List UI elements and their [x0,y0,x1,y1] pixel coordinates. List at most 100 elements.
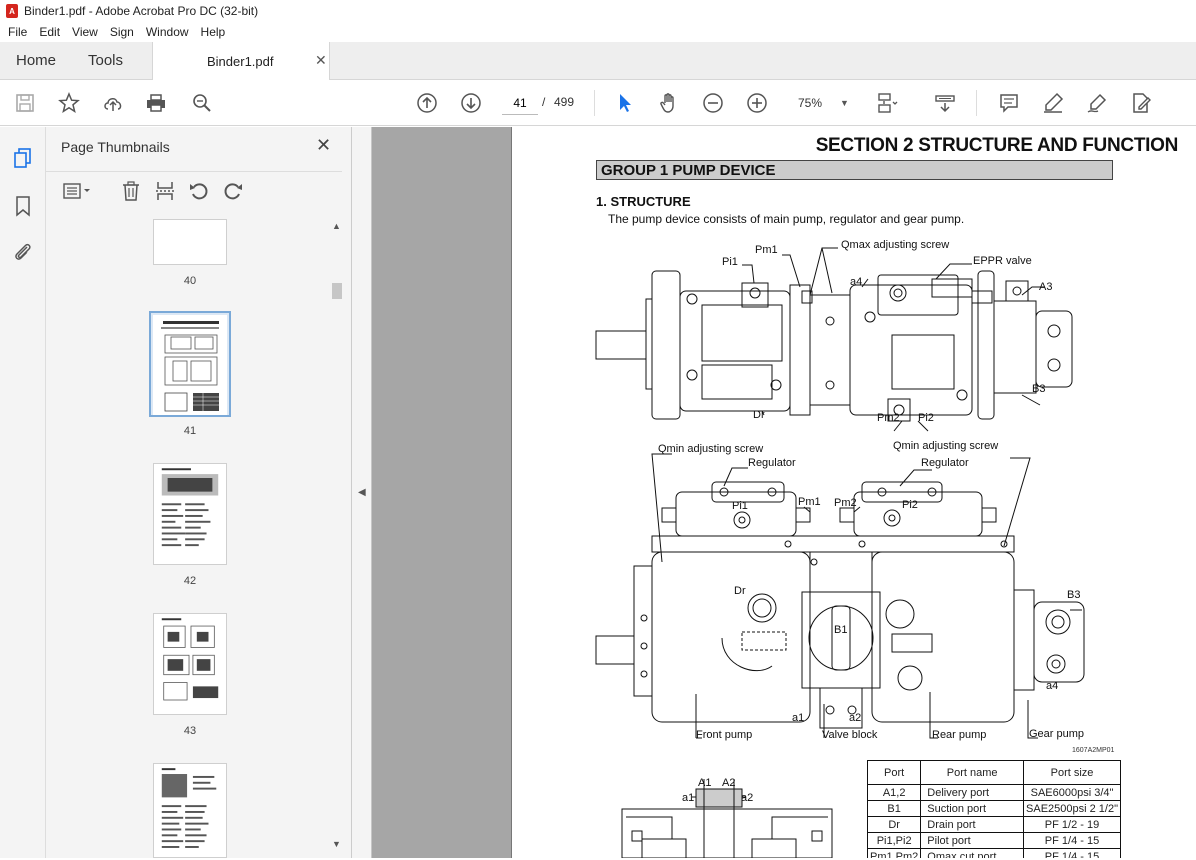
menu-file[interactable]: File [8,25,28,39]
toolbar-divider [594,90,595,116]
zoom-search-icon[interactable] [189,90,215,116]
next-page-icon[interactable] [458,90,484,116]
menu-edit[interactable]: Edit [39,25,61,39]
thumbnail-page-40[interactable] [153,219,227,265]
scrollbar-thumb[interactable] [332,283,342,299]
pump-front-view-drawing [595,453,1085,739]
table-cell: Drain port [920,816,1025,833]
print-icon[interactable] [143,90,169,116]
options-menu-icon[interactable] [59,178,97,204]
bookmark-star-icon[interactable] [56,90,82,116]
label-dr-front: Dr [734,585,746,597]
delete-page-icon[interactable] [118,178,144,204]
table-header: Port [866,760,922,785]
tab-home[interactable]: Home [16,52,57,69]
table-header-row: Port Port name Port size [866,760,1121,785]
attachments-paperclip-icon[interactable] [10,239,36,265]
table-cell: PF 1/4 - 15 [1023,848,1121,858]
save-icon[interactable] [12,90,38,116]
label-qmax-adjusting-screw: Qmax adjusting screw [841,239,950,251]
label-rear-pump: Rear pump [932,729,987,741]
thumbnail-page-43[interactable] [153,613,227,715]
page-number-input[interactable] [502,91,538,115]
main-toolbar: / 499 75% ▼ [0,80,1196,126]
menu-help[interactable]: Help [200,25,226,39]
scroll-down-icon[interactable]: ▼ [332,839,341,849]
scrolling-mode-icon[interactable] [932,90,958,116]
table-row: Dr Drain port PF 1/2 - 19 [866,816,1121,833]
label-eppr-valve: EPPR valve [973,255,1032,267]
label-regulator-right: Regulator [921,457,969,469]
label-valve-block: Valve block [822,729,878,741]
panel-collapse-gutter[interactable]: ◀ [352,127,372,858]
total-pages: 499 [554,95,575,109]
pdf-page: SECTION 2 STRUCTURE AND FUNCTION GROUP 1… [511,127,1196,858]
table-header: Port size [1023,760,1121,785]
table-cell: PF 1/2 - 19 [1023,816,1121,833]
label-pm1-front: Pm1 [798,496,821,508]
extract-pages-icon[interactable] [152,178,178,204]
label-b3: B3 [1032,383,1046,395]
page-thumbnails-icon[interactable] [10,145,36,171]
table-cell: Delivery port [920,784,1025,801]
table-cell: Suction port [920,800,1025,817]
label-gear-pump: Gear pump [1029,728,1085,740]
scroll-up-icon[interactable]: ▲ [332,221,341,231]
thumbnail-label: 41 [183,425,197,437]
table-cell: SAE2500psi 2 1/2" [1023,800,1121,817]
thumbnail-page-44[interactable] [153,763,227,858]
label-a2: a2 [849,712,862,724]
select-cursor-icon[interactable] [612,90,638,116]
menu-sign[interactable]: Sign [109,25,134,39]
title-bar: A Binder1.pdf - Adobe Acrobat Pro DC (32… [0,0,1196,22]
comment-icon[interactable] [996,90,1022,116]
label-pi2: Pi2 [918,412,934,424]
table-cell: B1 [866,800,922,817]
rotate-clockwise-icon[interactable] [220,178,246,204]
sign-pen-icon[interactable] [1084,90,1110,116]
thumbnail-page-41[interactable] [149,311,231,417]
label-a4: a4 [850,276,863,288]
acrobat-logo-icon: A [6,4,18,18]
document-view: SECTION 2 STRUCTURE AND FUNCTION GROUP 1… [372,127,1196,858]
zoom-level-select[interactable]: 75% ▼ [790,91,854,115]
previous-page-icon[interactable] [414,90,440,116]
menu-window[interactable]: Window [145,25,189,39]
label-front-pump: Front pump [696,729,753,741]
close-tab-icon[interactable]: ✕ [315,52,327,68]
pump-top-view-drawing [595,247,1073,432]
thumbnail-scrollbar[interactable]: ▲ ▼ [330,219,344,859]
label-qmin-adjusting-screw-left: Qmin adjusting screw [658,443,764,455]
close-panel-icon[interactable]: ✕ [316,135,332,155]
table-cell: Pilot port [920,832,1025,849]
structure-description: The pump device consists of main pump, r… [608,212,965,226]
highlight-pen-icon[interactable] [1040,90,1066,116]
label-b3-front: B3 [1067,589,1081,601]
menu-view[interactable]: View [72,25,98,39]
navigation-pane-strip [0,127,46,858]
upload-cloud-icon[interactable] [100,90,126,116]
table-cell: A1,2 [866,784,922,801]
table-row: B1 Suction port SAE2500psi 2 1/2" [866,800,1121,817]
hand-tool-icon[interactable] [656,90,682,116]
zoom-out-icon[interactable] [700,90,726,116]
toolbar-divider [976,90,977,116]
tab-tools[interactable]: Tools [88,52,124,69]
page-separator: / [542,95,546,109]
thumbnail-page-42[interactable] [153,463,227,565]
label-pm2: Pm2 [877,412,900,424]
fit-page-icon[interactable] [874,90,900,116]
tab-document[interactable]: Binder1.pdf ✕ [152,42,330,81]
bookmarks-icon[interactable] [10,193,36,219]
zoom-in-icon[interactable] [744,90,770,116]
zoom-value: 75% [798,96,823,110]
table-header: Port name [920,760,1025,785]
hydraulic-schematic-drawing [621,779,833,858]
collapse-panel-icon[interactable]: ◀ [358,487,366,498]
edit-document-icon[interactable] [1128,90,1154,116]
schematic-label-a2: a2 [741,792,754,804]
label-pi2-front: Pi2 [902,499,918,511]
table-cell: Dr [866,816,922,833]
rotate-counterclockwise-icon[interactable] [186,178,212,204]
panel-title: Page Thumbnails [61,139,170,155]
